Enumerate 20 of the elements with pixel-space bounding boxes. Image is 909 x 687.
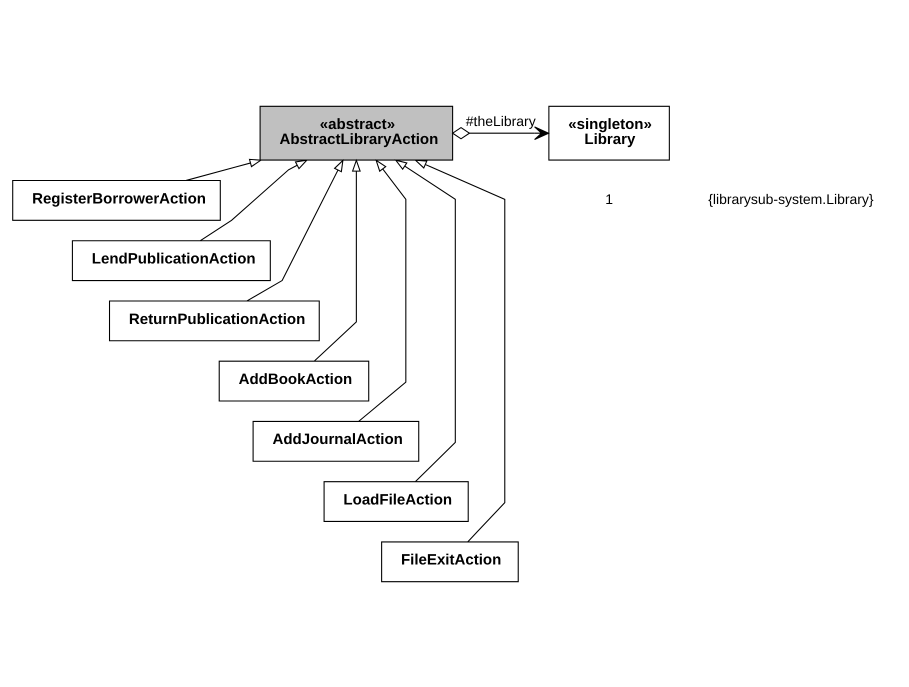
edge-label: #theLibrary <box>466 112 536 129</box>
arrow <box>246 158 344 301</box>
arrow <box>314 158 361 361</box>
node-box: LoadFileAction <box>324 480 469 522</box>
node-box: FileExitAction <box>381 540 519 582</box>
node-box: AddBookAction <box>218 360 370 402</box>
arrow <box>414 159 506 542</box>
arrow <box>186 158 262 180</box>
label: {librarysub-system.Library} <box>708 190 874 207</box>
arrow <box>358 158 406 422</box>
node-box: «abstract» AbstractLibraryAction <box>260 105 454 160</box>
arrow <box>200 159 308 241</box>
arrow <box>394 158 456 482</box>
arrow <box>452 126 550 140</box>
node-box: LendPublicationAction <box>72 240 271 281</box>
node-box: ReturnPublicationAction <box>108 300 320 341</box>
label: 1 <box>605 190 613 207</box>
node-box: «singleton» Library <box>548 105 670 160</box>
node-box: AddJournalAction <box>252 420 420 462</box>
node-box: RegisterBorrowerAction <box>12 179 221 220</box>
